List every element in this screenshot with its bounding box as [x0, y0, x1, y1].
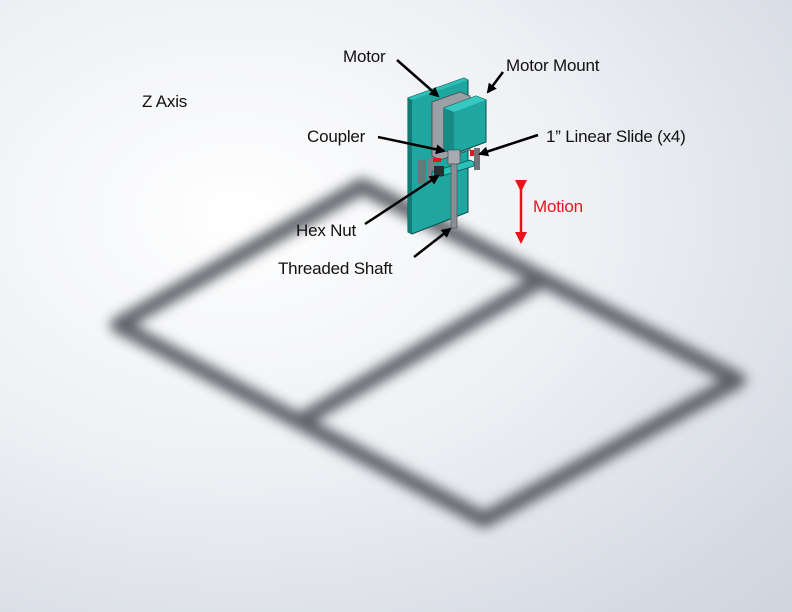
arrow-linear-slide — [478, 133, 539, 157]
arrow-hex-nut — [364, 174, 440, 226]
callout-hex-nut: Hex Nut — [296, 221, 357, 240]
callout-motor-mount: Motor Mount — [506, 56, 600, 75]
callout-motor: Motor — [343, 47, 386, 66]
arrow-coupler — [377, 135, 446, 155]
callout-arrows — [364, 59, 539, 258]
arrow-motor — [396, 59, 440, 98]
arrow-motor-mount — [486, 71, 504, 94]
callout-linear-slide: 1” Linear Slide (x4) — [546, 127, 686, 146]
z-axis-assembly — [407, 77, 487, 235]
callout-threaded-shaft: Threaded Shaft — [278, 259, 393, 278]
callout-coupler: Coupler — [307, 127, 366, 146]
motion-label: Motion — [533, 197, 583, 216]
title-z-axis: Z Axis — [142, 92, 188, 111]
arrow-threaded-shaft — [413, 227, 452, 258]
frame-outline — [110, 178, 746, 528]
